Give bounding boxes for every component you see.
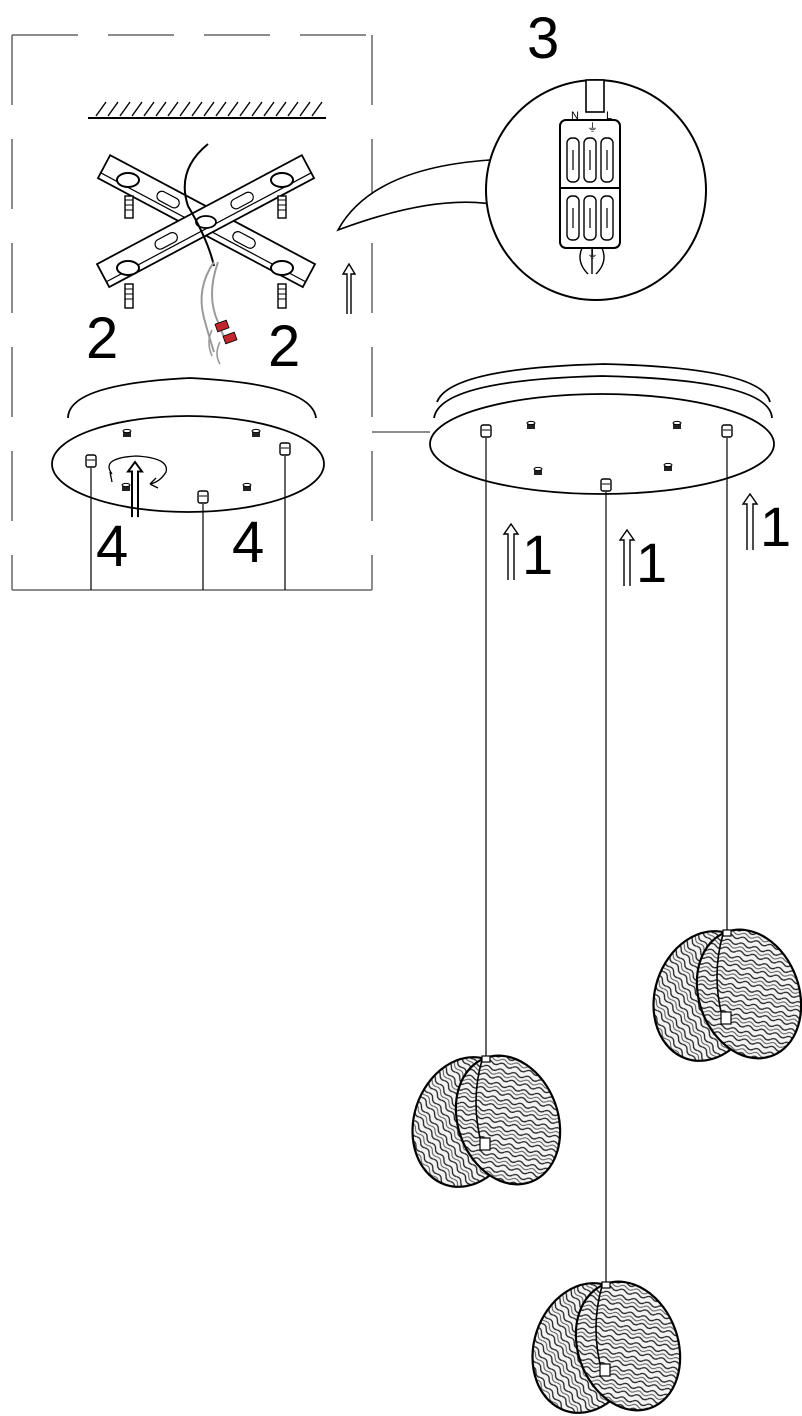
mounting-bracket-icon (95, 153, 317, 309)
terminal-label-neutral: N (571, 110, 579, 122)
canopy-large (429, 363, 775, 495)
ceiling-hatch-icon (88, 101, 326, 119)
up-arrow-icon (618, 528, 636, 586)
callout-connector (336, 159, 504, 232)
terminal-label-earth: ⏚ (587, 121, 598, 134)
supply-wires (183, 143, 238, 365)
step-label-cable-b: 1 (636, 531, 667, 594)
step-label-cable-c: 1 (760, 495, 791, 558)
step-label-canopy-right: 4 (232, 510, 264, 575)
up-arrow-icon (341, 262, 357, 314)
rotate-arrow-icon (108, 455, 168, 489)
up-arrow-icon (126, 460, 144, 518)
suspension-cables (485, 438, 728, 1284)
terminal-label-bottom-earth: ⏚ (587, 248, 598, 261)
step-label-canopy-left: 4 (96, 514, 128, 579)
pendant-shade-icon (515, 1265, 699, 1416)
detail-frame (11, 34, 430, 591)
terminal-block-icon (559, 119, 621, 275)
pendant-shade-icon (636, 913, 802, 1076)
wiring-detail-circle: N ⏚ L ⏚ (485, 79, 707, 301)
step-label-bracket-right: 2 (268, 314, 300, 379)
up-arrow-icon (741, 492, 759, 550)
step-label-cable-a: 1 (522, 523, 553, 586)
pendant-shade-icon (395, 1039, 579, 1202)
up-arrow-icon (502, 522, 520, 580)
canopy-detail (51, 377, 325, 590)
step-label-bracket-left: 2 (86, 306, 118, 371)
terminal-label-live: L (606, 110, 612, 122)
step-label-wiring: 3 (527, 6, 559, 71)
